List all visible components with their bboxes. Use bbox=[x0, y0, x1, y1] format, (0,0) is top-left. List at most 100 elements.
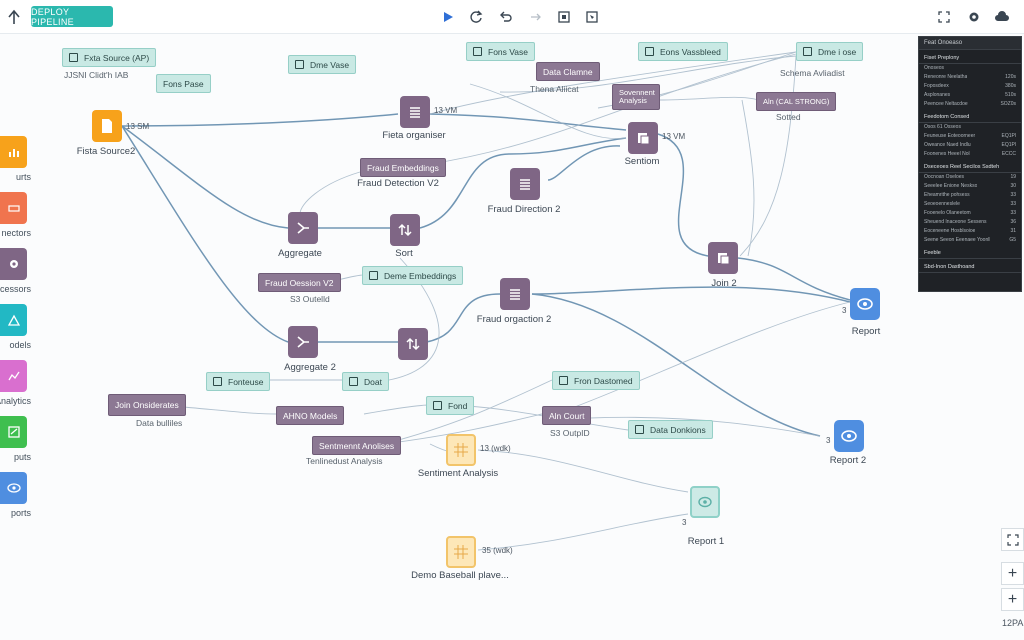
node-fista-source2[interactable] bbox=[92, 110, 122, 142]
node-fieta-organiser[interactable] bbox=[400, 96, 430, 128]
edge bbox=[171, 405, 277, 415]
chip-fond[interactable]: Fond bbox=[426, 396, 475, 415]
rail-item-reports[interactable]: ports bbox=[0, 472, 31, 536]
expand-icon[interactable] bbox=[934, 7, 954, 27]
panel-row-key: Seoeoenneslele bbox=[924, 201, 960, 207]
sort-icon bbox=[398, 223, 412, 237]
rail-label: ports bbox=[10, 508, 31, 518]
edge bbox=[659, 96, 759, 101]
node-demo-baseball[interactable] bbox=[446, 536, 476, 568]
chip-deme-embeddings[interactable]: Deme Embeddings bbox=[362, 266, 464, 285]
zoom-in-button-2[interactable]: + bbox=[1001, 588, 1024, 611]
node-aggregate[interactable] bbox=[288, 212, 318, 244]
rail-item-connectors[interactable]: nectors bbox=[0, 192, 31, 256]
chip-data-donkions[interactable]: Data Donkions bbox=[628, 420, 713, 439]
panel-section-title[interactable]: Feeble bbox=[919, 248, 1021, 259]
chip-fron-dastomed[interactable]: Fron Dastomed bbox=[552, 371, 640, 390]
rail-item-processors[interactable]: cessors bbox=[0, 248, 31, 312]
node-join-2[interactable] bbox=[708, 242, 738, 274]
panel-row-key: Reneonre Neelatha bbox=[924, 74, 968, 80]
fit-icon[interactable] bbox=[554, 7, 574, 27]
chip-ahnd-models[interactable]: AHNO Models bbox=[276, 406, 345, 425]
rail-item-charts[interactable]: urts bbox=[0, 136, 31, 200]
cloud-icon[interactable] bbox=[992, 7, 1012, 27]
chip-fraud-oession[interactable]: Fraud Oession V2 bbox=[258, 273, 341, 292]
node-sentiment-analysis[interactable] bbox=[446, 434, 476, 466]
chip-label: Fxta Source (AP) bbox=[84, 52, 150, 63]
caption-sotted: Sotted bbox=[776, 112, 801, 122]
chip-fons-vase[interactable]: Fons Vase bbox=[466, 42, 536, 61]
edge bbox=[737, 257, 851, 301]
doc-icon bbox=[638, 133, 650, 145]
sort-icon bbox=[406, 337, 420, 351]
undo-icon[interactable] bbox=[496, 7, 516, 27]
node-fraud-orgaction-2[interactable] bbox=[500, 278, 530, 310]
connection-edges bbox=[121, 51, 851, 551]
panel-row-key: Osos 61 Osseos bbox=[924, 124, 961, 130]
rail-item-models[interactable]: odels bbox=[0, 304, 31, 368]
chip-aln-court[interactable]: Aln Court bbox=[542, 406, 592, 425]
chip-doat[interactable]: Doat bbox=[342, 372, 389, 391]
settings-icon[interactable] bbox=[964, 7, 984, 27]
chip-fons-pase[interactable]: Fons Pase bbox=[156, 74, 211, 93]
merge-icon bbox=[297, 336, 309, 348]
panel-section-title[interactable]: Fiset Preplony bbox=[919, 53, 1021, 64]
chip-join-onsiderates[interactable]: Join Onsiderates bbox=[108, 394, 186, 416]
caption-thena-aliicat: Thena Aliicat bbox=[530, 84, 579, 94]
caption-sentiment-analysis: Sentiment Analysis bbox=[417, 468, 499, 479]
node-report-2[interactable] bbox=[834, 420, 864, 452]
chip-eons-vassbleed[interactable]: Eons Vassbleed bbox=[638, 42, 728, 61]
chip-dme-i-ose[interactable]: Dme i ose bbox=[796, 42, 864, 61]
panel-row-key: Asplonanes bbox=[924, 92, 951, 98]
fit-view-button[interactable] bbox=[1001, 528, 1024, 551]
node-sort-2[interactable] bbox=[398, 328, 428, 360]
chip-data-source-api[interactable]: Fxta Source (AP) bbox=[62, 48, 157, 67]
node-sort[interactable] bbox=[390, 214, 420, 246]
edge bbox=[589, 416, 821, 437]
chip-data-clamne[interactable]: Data Clamne bbox=[536, 62, 600, 81]
chip-aln-calstrond[interactable]: Aln (CAL STRONG) bbox=[756, 92, 837, 111]
node-sentiom[interactable] bbox=[628, 122, 658, 154]
eye-icon bbox=[698, 496, 712, 508]
rail-item-analytics[interactable]: Analytics bbox=[0, 360, 31, 424]
chip-label: Dme Vase bbox=[310, 59, 350, 70]
panel-row-key: Oocnoan Oseloes bbox=[924, 174, 965, 180]
merge-icon bbox=[297, 222, 309, 234]
node-report-1[interactable] bbox=[690, 486, 720, 518]
caption-report-1: Report 1 bbox=[687, 536, 725, 547]
refresh-icon[interactable] bbox=[466, 7, 486, 27]
chip-sentmennt-anolises[interactable]: Sentmennt Anolises bbox=[312, 436, 402, 455]
node-fraud-direction-2[interactable] bbox=[510, 168, 540, 200]
eye-icon bbox=[0, 472, 27, 504]
caption-aggregate: Aggregate bbox=[278, 248, 322, 259]
pipeline-canvas[interactable]: Fxta Source (AP) JJSNI Clidt'h IAB Fons … bbox=[0, 34, 1024, 640]
run-icon[interactable] bbox=[438, 7, 458, 27]
panel-section-title[interactable]: Sbd-Inon Dasthoand bbox=[919, 262, 1021, 273]
deploy-pipeline-button[interactable]: DEPLOY PIPELINE bbox=[31, 6, 113, 27]
redo-icon[interactable] bbox=[526, 7, 546, 27]
port-label: 13 (wdk) bbox=[480, 444, 511, 453]
caption-fieta-organiser: Fieta organiser bbox=[382, 130, 446, 141]
panel-section-title[interactable]: Dseceoes Reel Secilos Ssdteh bbox=[919, 162, 1021, 173]
panel-row-value: 30 bbox=[1010, 183, 1016, 189]
edge bbox=[477, 449, 689, 493]
back-icon[interactable] bbox=[4, 7, 24, 27]
panel-section-title[interactable]: Feedotom Consed bbox=[919, 112, 1021, 123]
zoom-in-button[interactable]: + bbox=[1001, 562, 1024, 585]
chip-fonteuse[interactable]: Fonteuse bbox=[206, 372, 271, 391]
rail-label: cessors bbox=[0, 284, 31, 294]
node-aggregate-2[interactable] bbox=[288, 326, 318, 358]
node-report[interactable] bbox=[850, 288, 880, 320]
grid-icon bbox=[454, 545, 468, 559]
edge bbox=[499, 55, 797, 93]
port-label: 3 bbox=[682, 518, 687, 527]
chip-sovennent-analysis[interactable]: Sovennent Analysis bbox=[612, 84, 660, 110]
chip-fraud-embeddings[interactable]: Fraud Embeddings bbox=[360, 158, 446, 177]
chip-label: Fonteuse bbox=[228, 376, 264, 387]
select-icon[interactable] bbox=[582, 7, 602, 27]
chip-label: Dme i ose bbox=[818, 46, 857, 57]
chip-dme-vase[interactable]: Dme Vase bbox=[288, 55, 357, 74]
rail-item-outputs[interactable]: puts bbox=[0, 416, 31, 480]
